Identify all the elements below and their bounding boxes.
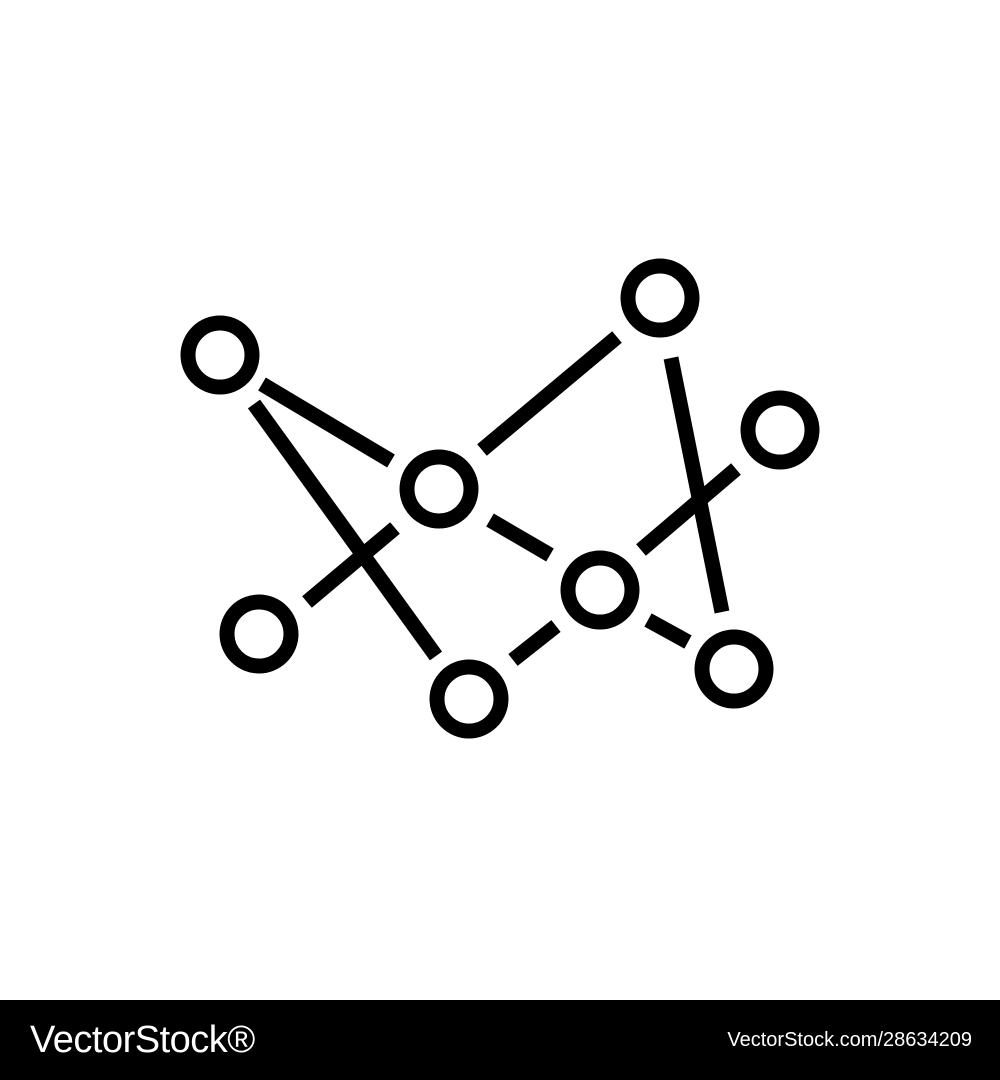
footer-bar: VectorStock® VectorStock.com/28634209 — [0, 1000, 1000, 1080]
edge — [247, 399, 443, 661]
edge — [636, 463, 741, 556]
node — [694, 629, 774, 709]
brand-logo: VectorStock® — [30, 1019, 255, 1061]
node — [219, 594, 299, 674]
network-graph-icon — [180, 258, 820, 739]
node — [429, 659, 509, 739]
edge — [486, 513, 554, 562]
node — [180, 315, 260, 395]
edge — [258, 377, 395, 468]
edge — [477, 331, 622, 456]
image-id-text: VectorStock.com/28634209 — [727, 1029, 972, 1051]
edge — [663, 356, 730, 614]
edge — [644, 613, 692, 649]
icon-artwork — [180, 258, 820, 739]
node — [620, 258, 700, 338]
node — [560, 550, 640, 630]
edge — [508, 620, 561, 666]
node — [399, 449, 479, 529]
edge — [302, 522, 400, 608]
node — [740, 390, 820, 470]
